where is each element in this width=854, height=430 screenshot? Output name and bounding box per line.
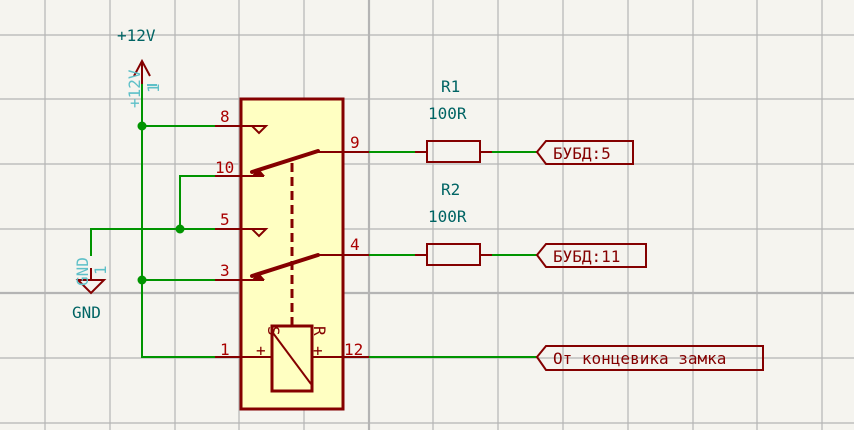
gnd-symbol[interactable]: GND 1 GND <box>72 257 110 322</box>
power-12v-symbol[interactable]: +12V +12V 1 <box>117 26 163 108</box>
r1-value: 100R <box>428 104 467 123</box>
resistor-r1[interactable]: R1 100R <box>415 77 492 163</box>
wire-pin10-to-5[interactable] <box>179 175 215 229</box>
gnd-name: GND <box>72 303 101 322</box>
power-12v-pin-name: +12V <box>125 69 144 108</box>
power-12v-name: +12V <box>117 26 156 45</box>
pin-number-12: 12 <box>344 340 363 359</box>
switch-contact-1 <box>250 149 320 174</box>
ground-icon <box>75 279 107 295</box>
junction <box>175 224 185 234</box>
wires[interactable] <box>90 84 537 358</box>
net-label-text: От концевика замка <box>553 349 726 368</box>
net-label-text: БУБД:5 <box>553 144 611 163</box>
net-label-bubd-11[interactable]: БУБД:11 <box>535 243 647 268</box>
junction <box>137 275 147 285</box>
r2-value: 100R <box>428 207 467 226</box>
gnd-pin-name: GND <box>73 257 92 286</box>
r1-ref: R1 <box>441 77 460 96</box>
resistor-body <box>426 140 481 163</box>
power-12v-pin-number: 1 <box>144 83 163 93</box>
pin-number-10: 10 <box>215 158 234 177</box>
net-label-bubd-5[interactable]: БУБД:5 <box>535 140 634 165</box>
pin-number-8: 8 <box>220 107 230 126</box>
resistor-body <box>426 243 481 266</box>
arrow-up-icon <box>133 58 151 77</box>
nc-contact-icon <box>249 125 269 135</box>
switch-contact-2 <box>250 253 320 278</box>
coil-plus-left: + <box>256 341 266 360</box>
r2-ref: R2 <box>441 180 460 199</box>
net-label-text: БУБД:11 <box>553 247 620 266</box>
junction <box>137 121 147 131</box>
gnd-pin-number: 1 <box>91 265 110 275</box>
resistor-r2[interactable]: R2 100R <box>415 180 492 266</box>
coil-plus-right: + <box>313 341 323 360</box>
coil-set-label: S <box>264 326 283 336</box>
relay-component[interactable]: S R + + 8 10 5 3 1 9 4 12 <box>215 97 369 411</box>
coil-reset-label: R <box>310 326 329 336</box>
wire-gnd-pin5[interactable] <box>90 228 215 256</box>
wire-12v-bus[interactable] <box>141 84 215 358</box>
pin-number-9: 9 <box>350 133 360 152</box>
pin-number-1: 1 <box>220 340 230 359</box>
pin-number-4: 4 <box>350 235 360 254</box>
nc-contact-icon <box>249 228 269 238</box>
pin-number-3: 3 <box>220 261 230 280</box>
net-label-limit-switch[interactable]: От концевика замка <box>535 345 764 371</box>
coil-diagonal <box>272 332 312 385</box>
pin-number-5: 5 <box>220 210 230 229</box>
